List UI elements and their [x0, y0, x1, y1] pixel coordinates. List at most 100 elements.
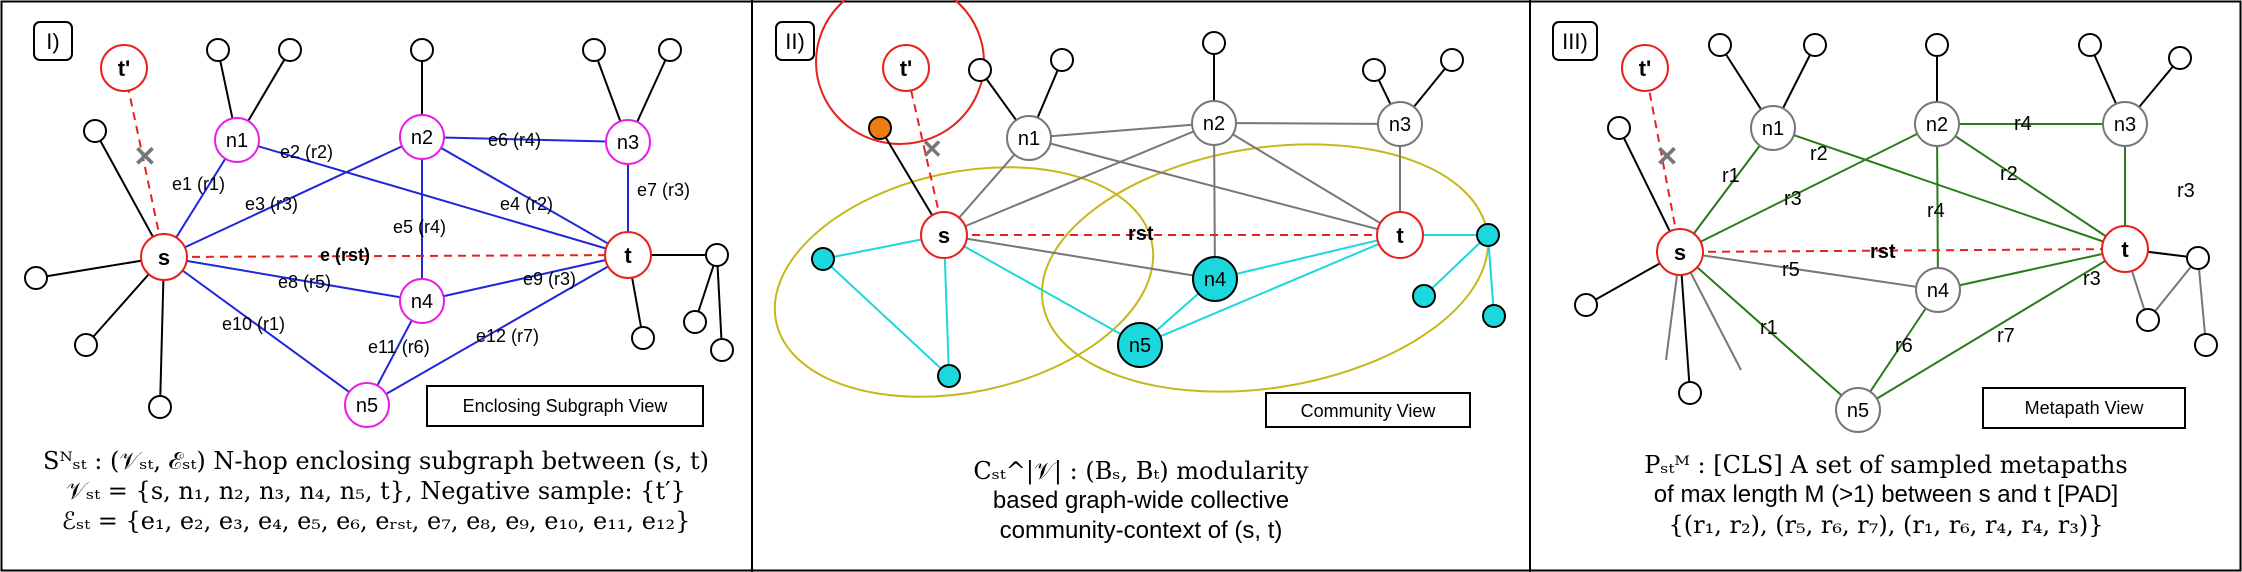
caption-line: of max length M (>1) between s and t [PA… — [1653, 481, 2119, 508]
leaf-node — [278, 38, 302, 62]
leaf-node — [83, 119, 107, 143]
edge-label: e1 (r1) — [172, 174, 225, 194]
panel-tag: I) — [46, 29, 59, 54]
node-label: s — [158, 245, 170, 270]
node-t-prime: t' — [882, 44, 930, 92]
edge-label: r5 — [1782, 259, 1800, 281]
edge-label: rst — [1128, 223, 1154, 245]
edge-label: e3 (r3) — [245, 194, 298, 214]
leaf-node — [683, 310, 707, 334]
node-n4: n4 — [399, 278, 445, 324]
node-label: n3 — [2114, 114, 2136, 136]
leaf-node — [206, 38, 230, 62]
leaf-node — [1440, 48, 1464, 72]
edge-label: e11 (r6) — [368, 337, 430, 357]
node-t: t — [1376, 211, 1424, 259]
cross-icon: ✕ — [921, 134, 943, 164]
edge-label: r3 — [2083, 268, 2101, 290]
node-label: n3 — [1389, 114, 1411, 136]
edge-label: e4 (r2) — [500, 194, 553, 214]
node-t: t — [2101, 225, 2149, 273]
community-ellipse — [773, 166, 1155, 398]
node-label: t — [2121, 237, 2129, 262]
node-label: n2 — [1203, 113, 1225, 135]
node-t-prime: t' — [100, 44, 148, 92]
caption-line: ℰₛₜ = {e₁, e₂, e₃, e₄, e₅, e₆, eᵣₛₜ, e₇,… — [61, 507, 691, 535]
node-s: s — [920, 211, 968, 259]
node-label: n4 — [411, 291, 433, 313]
leaf-node — [1202, 31, 1226, 55]
view-label-box — [1982, 387, 2186, 429]
node-label: t' — [1639, 56, 1652, 81]
panel-tag-box — [33, 21, 73, 61]
view-label: Community View — [1301, 401, 1437, 421]
edge-label: e5 (r4) — [393, 217, 446, 237]
leaf-node — [2186, 246, 2210, 270]
caption-line: based graph-wide collective — [992, 487, 1290, 514]
orange-node — [868, 116, 892, 140]
node-n5: n5 — [1835, 387, 1881, 433]
leaf-node — [710, 338, 734, 362]
node-label: n5 — [1847, 400, 1869, 422]
node-n1: n1 — [1750, 105, 1796, 151]
node-s: s — [140, 233, 188, 281]
node-n2: n2 — [1191, 100, 1237, 146]
leaf-node — [1678, 381, 1702, 405]
panel-community: II) — [773, 0, 1506, 428]
node-n4: n4 — [1915, 267, 1961, 313]
node-n3: n3 — [605, 119, 651, 165]
cross-icon: ✕ — [1655, 141, 1678, 172]
node-n4: n4 — [1192, 256, 1238, 302]
node-label: n2 — [411, 127, 433, 149]
edge-label: r4 — [2014, 113, 2032, 135]
leaf-node — [705, 243, 729, 267]
view-label: Metapath View — [2025, 398, 2145, 418]
panel-tag: III) — [1562, 29, 1588, 54]
node-n5: n5 — [344, 382, 390, 428]
node-label: t' — [900, 56, 913, 81]
node-label: t — [624, 243, 632, 268]
node-t-prime: t' — [1621, 44, 1669, 92]
edge-label: r6 — [1895, 335, 1913, 357]
leaf-node — [1607, 116, 1631, 140]
node-label: s — [938, 223, 950, 248]
edge-label: e (rst) — [320, 245, 370, 265]
caption-line: {(r₁, r₂), (r₅, r₆, r₇), (r₁, r₆, r₄, r₄… — [1668, 511, 2104, 539]
panel-tag-box — [775, 21, 815, 61]
edge-label: r7 — [1997, 325, 2015, 347]
panel-tag: II) — [785, 29, 805, 54]
leaf-node — [74, 333, 98, 357]
caption-line: Cₛₜ^|𝒱| : (Bₛ, Bₜ) modularity — [973, 457, 1309, 485]
node-n3: n3 — [2102, 101, 2148, 147]
edge-label: e6 (r4) — [488, 130, 541, 150]
community-node — [1482, 304, 1506, 328]
edge-label: r2 — [1810, 143, 1828, 165]
leaf-node — [24, 266, 48, 290]
edge-label: r2 — [2000, 163, 2018, 185]
leaf-node — [2078, 33, 2102, 57]
caption-panel-3: Pₛₜᴹ : [CLS] A set of sampled metapaths … — [1530, 450, 2242, 540]
edge-label: e12 (r7) — [476, 326, 539, 346]
leaf-node — [148, 395, 172, 419]
node-s: s — [1656, 228, 1704, 276]
leaf-node — [582, 38, 606, 62]
edge-label: r4 — [1927, 200, 1945, 222]
node-label: t' — [118, 56, 131, 81]
edge-label: r3 — [2177, 180, 2195, 202]
node-label: n5 — [1129, 335, 1151, 357]
community-node — [937, 364, 961, 388]
edge-label: r1 — [1760, 317, 1778, 339]
leaf-node — [1925, 33, 1949, 57]
view-label-box — [1265, 392, 1471, 428]
node-label: n1 — [1018, 128, 1040, 150]
panel-enclosing-subgraph: I) — [24, 21, 734, 428]
caption-line: Sᴺₛₜ : (𝒱ₛₜ, ℰₛₜ) N-hop enclosing subgra… — [43, 447, 709, 475]
node-label: n1 — [226, 130, 248, 152]
edge-label: e10 (r1) — [222, 314, 285, 334]
node-label: t — [1396, 223, 1404, 248]
panel-tag-box — [1552, 21, 1598, 61]
leaf-node — [2194, 333, 2218, 357]
edge-label: e9 (r3) — [523, 269, 576, 289]
node-label: n3 — [617, 132, 639, 154]
